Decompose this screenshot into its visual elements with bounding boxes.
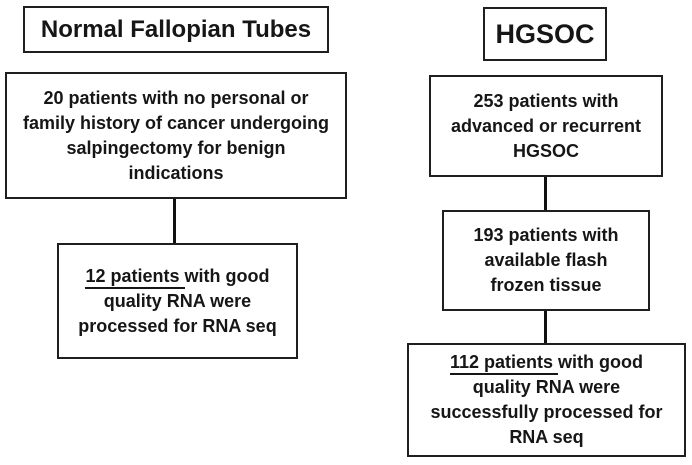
flow-box-hgsoc-frozen-tissue: 193 patients with available flash frozen… [442, 210, 650, 311]
flow-box-nft-rna-seq: 12 patients with good quality RNA were p… [57, 243, 298, 359]
underlined-count: 112 patients [449, 352, 559, 375]
flow-box-body: with good quality RNA were successfully … [430, 352, 663, 447]
flow-box-body: 253 patients with advanced or recurrent … [450, 90, 642, 161]
column-title-label: HGSOC [495, 18, 595, 49]
connector-line [173, 199, 176, 243]
column-title-label: Normal Fallopian Tubes [40, 15, 312, 43]
flow-box-hgsoc-enrolled: 253 patients with advanced or recurrent … [429, 75, 663, 177]
flow-box-text: 253 patients with advanced or recurrent … [451, 89, 641, 164]
flow-box-hgsoc-rna-seq: 112 patients with good quality RNA were … [407, 343, 686, 457]
connector-line [544, 311, 547, 343]
flow-box-body: with good quality RNA were processed for… [78, 265, 277, 336]
flow-box-body: 193 patients with available flash frozen… [473, 225, 619, 295]
flow-box-text: 20 patients with no personal or family h… [23, 86, 329, 186]
flow-box-nft-enrolled: 20 patients with no personal or family h… [5, 72, 347, 199]
column-title-hgsoc: HGSOC [483, 7, 607, 61]
connector-line [544, 177, 547, 210]
flow-box-text: 112 patients with good quality RNA were … [430, 350, 663, 450]
underlined-count: 12 patients [85, 265, 185, 289]
flow-box-text: 12 patients with good quality RNA were p… [78, 264, 277, 339]
flow-box-text: 193 patients with available flash frozen… [473, 223, 618, 298]
flow-box-body: 20 patients with no personal or family h… [22, 87, 330, 183]
column-title-normal-fallopian-tubes: Normal Fallopian Tubes [23, 6, 329, 53]
